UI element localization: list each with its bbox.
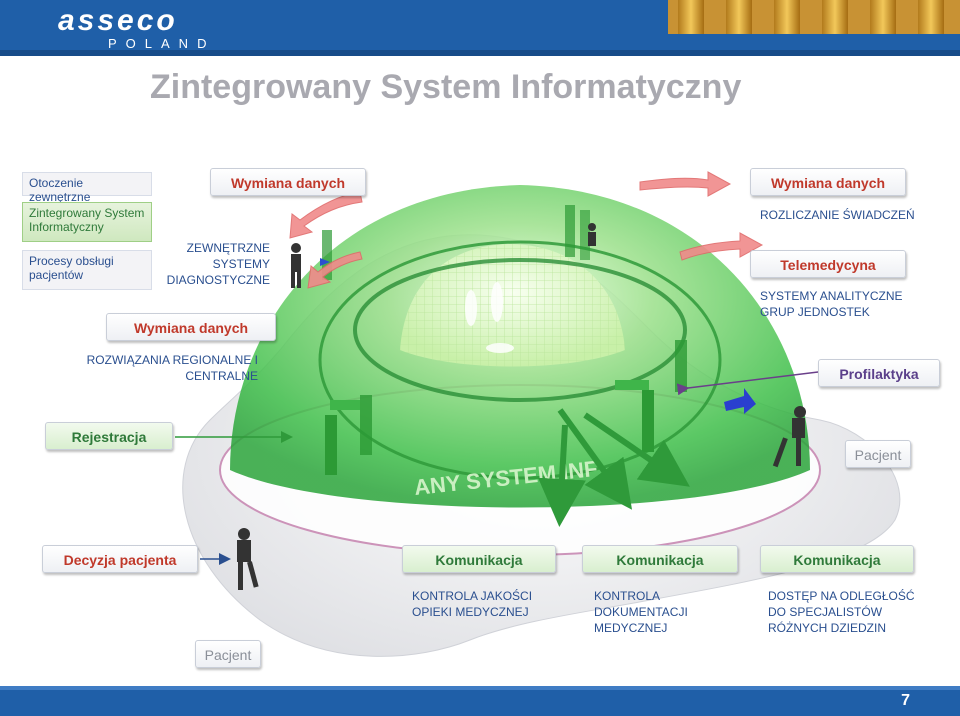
asseco-logo: asseco POLAND [58,6,215,52]
person-figure [237,223,806,590]
label-pacjent-bottom: Pacjent [195,640,261,668]
label-telemedycyna: Telemedycyna [750,250,906,278]
logo-sub: POLAND [108,36,216,51]
label-wymiana-left: Wymiana danych [106,313,276,341]
text-zewnetrzne: ZEWNĘTRZNE SYSTEMY DIAGNOSTYCZNE [166,241,270,287]
menu-zintegrowany[interactable]: Zintegrowany System Informatyczny [22,202,152,242]
label-komunikacja-1: Komunikacja [402,545,556,573]
label-wymiana-right: Wymiana danych [750,168,906,196]
text-rozliczanie: ROZLICZANIE ŚWIADCZEŃ [760,208,915,222]
page-number: 7 [901,692,910,709]
text-kontrola-jakosci: KONTROLA JAKOŚCI OPIEKI MEDYCZNEJ [412,589,533,619]
label-profilaktyka: Profilaktyka [818,359,940,387]
label-decyzja: Decyzja pacjenta [42,545,198,573]
label-rejestracja: Rejestracja [45,422,173,450]
header-band [0,50,960,56]
logo-word: asseco [58,4,178,37]
label-pacjent-right: Pacjent [845,440,911,468]
menu-procesy[interactable]: Procesy obsługi pacjentów [22,250,152,290]
footer-stripe [0,686,960,690]
columns-image [668,0,960,34]
text-kontrola-dokumentacji: KONTROLA DOKUMENTACJI MEDYCZNEJ [594,589,688,635]
text-systemy-analityczne: SYSTEMY ANALITYCZNE GRUP JEDNOSTEK [760,289,903,319]
label-komunikacja-3: Komunikacja [760,545,914,573]
footer-bar: 7 [0,686,960,716]
text-rozwiazania: ROZWIĄZANIA REGIONALNE I CENTRALNE [86,353,258,383]
label-wymiana-top: Wymiana danych [210,168,366,196]
page-title: Zintegrowany System Informatyczny [150,68,742,106]
menu-otoczenie[interactable]: Otoczenie zewnętrzne [22,172,152,204]
text-dostep: DOSTĘP NA ODLEGŁOŚĆ DO SPECJALISTÓW RÓŻN… [768,589,915,635]
label-komunikacja-2: Komunikacja [582,545,738,573]
